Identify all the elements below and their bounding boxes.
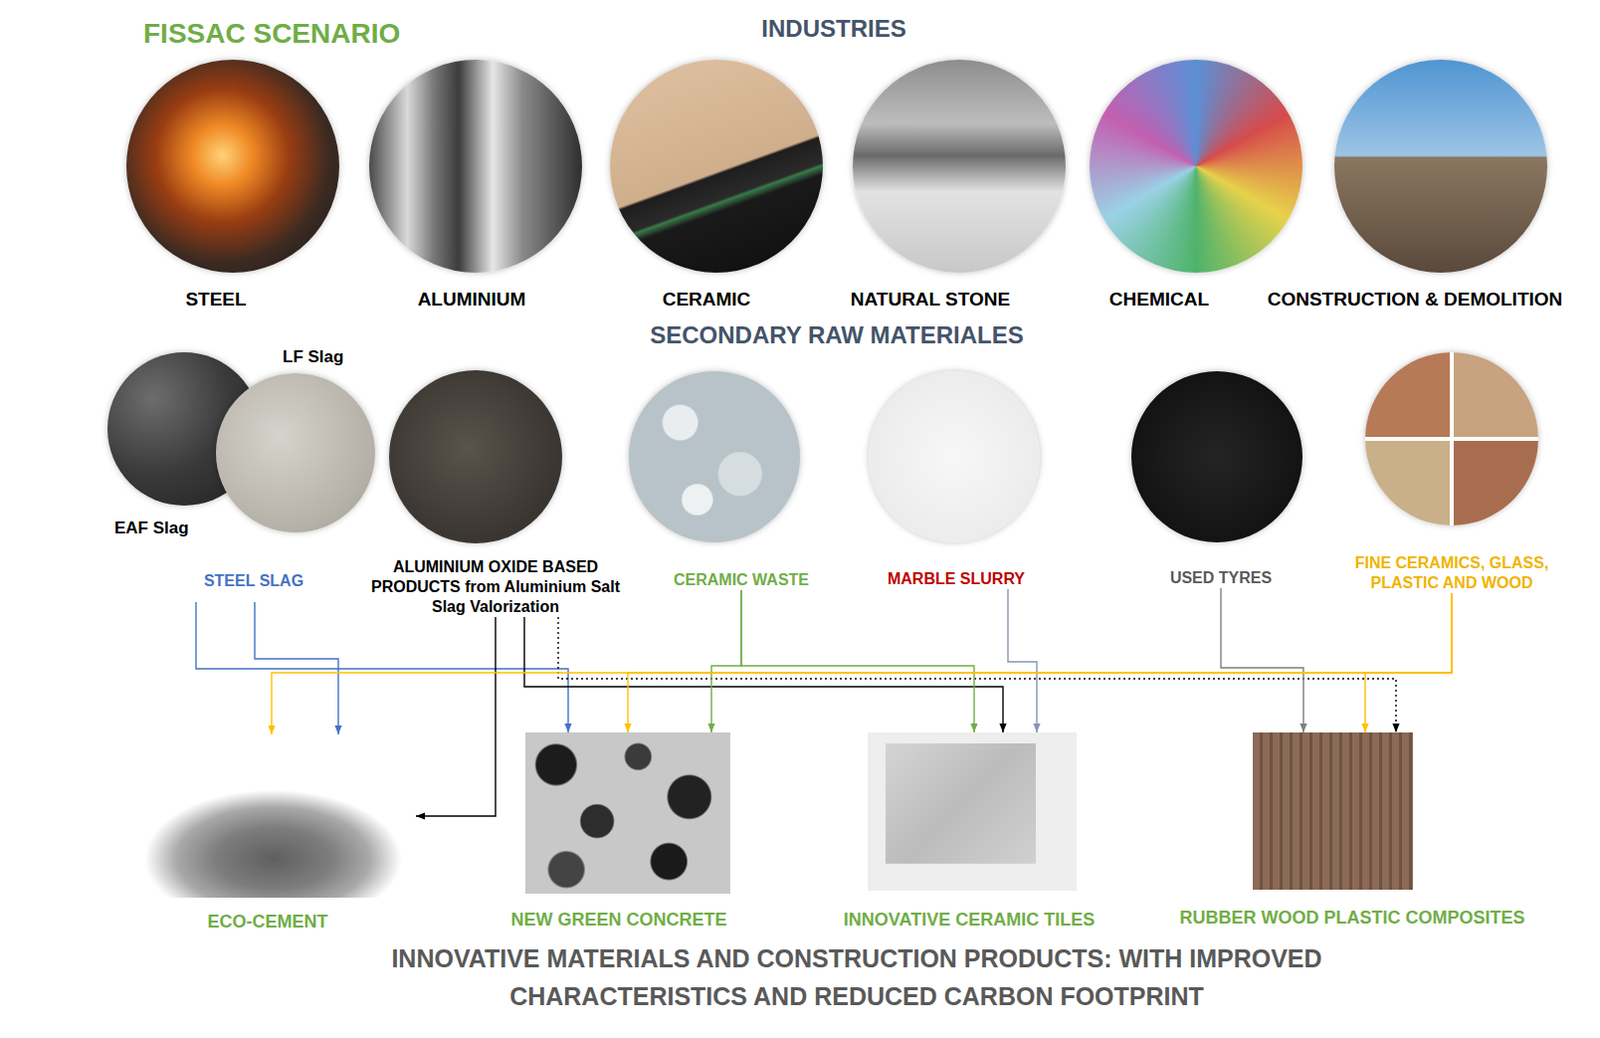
- material-flow-line: [196, 601, 569, 733]
- diagram-caption-wrap: INNOVATIVE MATERIALS AND CONSTRUCTION PR…: [309, 940, 1404, 1015]
- material-circle: LF Slag: [215, 346, 376, 533]
- section-heading: INDUSTRIES: [761, 13, 906, 44]
- material-circle: USED TYRES: [1131, 371, 1303, 589]
- material-circle: MARBLE SLURRY: [868, 371, 1040, 590]
- node-label: STEEL: [185, 287, 246, 312]
- industry-circle: NATURAL STONE: [850, 59, 1066, 312]
- photo-circle: [1089, 59, 1303, 273]
- product-picture: RUBBER WOOD PLASTIC COMPOSITES: [1179, 732, 1525, 930]
- node-label-wrap: EAF Slag: [114, 517, 190, 539]
- material-flow-line: [1365, 593, 1452, 733]
- material-flow-line: [627, 593, 1452, 733]
- node-label: USED TYRES: [1170, 568, 1272, 589]
- node-label-wrap: LF Slag: [282, 346, 344, 368]
- industry-circle: STEEL: [126, 59, 340, 312]
- node-label: ECO-CEMENT: [207, 910, 329, 934]
- product-photo: [525, 732, 731, 894]
- node-label: CONSTRUCTION & DEMOLITION: [1267, 287, 1564, 312]
- node-label-wrap: STEEL SLAG: [203, 571, 304, 592]
- node-label: INNOVATIVE CERAMIC TILES: [843, 908, 1095, 932]
- node-label-wrap: CERAMIC: [662, 287, 752, 312]
- industry-circle: CONSTRUCTION & DEMOLITION: [1267, 59, 1564, 312]
- material-circle: FINE CERAMICS, GLASS, PLASTIC AND WOOD: [1337, 352, 1567, 594]
- photo-circle: [369, 59, 583, 273]
- product-photo: [867, 732, 1077, 891]
- photo-circle: [126, 59, 340, 273]
- photo-circle: [215, 373, 376, 533]
- node-label-wrap: CONSTRUCTION & DEMOLITION: [1267, 287, 1564, 312]
- photo-circle: [1365, 352, 1539, 526]
- material-flow-line: [1007, 589, 1037, 733]
- node-label: NEW GREEN CONCRETE: [510, 908, 727, 932]
- node-label-wrap: ALUMINIUM OXIDE BASED PRODUCTS from Alum…: [361, 557, 630, 617]
- material-circle: CERAMIC WASTE: [628, 371, 809, 591]
- material-circle: ALUMINIUM OXIDE BASED PRODUCTS from Alum…: [361, 370, 630, 617]
- material-flow-line: [741, 590, 975, 733]
- industry-circle: ALUMINIUM: [369, 59, 583, 312]
- photo-circle: [1334, 59, 1548, 273]
- product-picture: INNOVATIVE CERAMIC TILES: [843, 732, 1095, 932]
- node-label: STEEL SLAG: [203, 571, 304, 592]
- product-photo: [1252, 732, 1413, 890]
- node-label: CHEMICAL: [1109, 287, 1209, 312]
- diagram-caption: INNOVATIVE MATERIALS AND CONSTRUCTION PR…: [309, 940, 1404, 1015]
- section-heading-wrap: INDUSTRIES: [761, 13, 906, 44]
- node-label-wrap: FINE CERAMICS, GLASS, PLASTIC AND WOOD: [1337, 553, 1567, 594]
- node-label-wrap: CERAMIC WASTE: [673, 570, 809, 591]
- diagram-title-wrap: FISSAC SCENARIO: [143, 15, 400, 51]
- node-label-wrap: NEW GREEN CONCRETE: [510, 908, 727, 932]
- product-photo: [130, 734, 416, 898]
- industry-circle: CERAMIC: [609, 59, 823, 312]
- section-heading: SECONDARY RAW MATERIALES: [649, 320, 1024, 351]
- product-picture: NEW GREEN CONCRETE: [510, 732, 731, 932]
- node-label: RUBBER WOOD PLASTIC COMPOSITES: [1179, 906, 1525, 930]
- industry-circle: CHEMICAL: [1089, 59, 1303, 312]
- section-heading-wrap: SECONDARY RAW MATERIALES: [649, 320, 1024, 351]
- node-label-wrap: USED TYRES: [1170, 568, 1272, 589]
- node-label-wrap: ECO-CEMENT: [207, 910, 329, 934]
- photo-circle: [852, 59, 1066, 273]
- node-label-wrap: ALUMINIUM: [417, 287, 527, 312]
- node-label: FINE CERAMICS, GLASS, PLASTIC AND WOOD: [1337, 553, 1567, 594]
- node-label: LF Slag: [282, 346, 344, 368]
- node-label: CERAMIC: [662, 287, 752, 312]
- node-label: MARBLE SLURRY: [887, 569, 1025, 590]
- photo-circle: [389, 370, 563, 544]
- node-label-wrap: RUBBER WOOD PLASTIC COMPOSITES: [1179, 906, 1525, 930]
- node-label-wrap: NATURAL STONE: [850, 287, 1010, 312]
- photo-circle: [868, 371, 1040, 543]
- photo-circle: [628, 371, 800, 543]
- node-label: NATURAL STONE: [850, 287, 1010, 312]
- photo-circle: [1131, 371, 1303, 543]
- photo-circle: [609, 59, 823, 273]
- node-label: CERAMIC WASTE: [673, 570, 809, 591]
- node-label: EAF Slag: [114, 517, 190, 539]
- material-flow-line: [415, 616, 496, 816]
- product-picture: ECO-CEMENT: [130, 734, 416, 934]
- material-group: STEEL SLAG EAF Slag LF Slag: [99, 338, 389, 602]
- node-label: ALUMINIUM OXIDE BASED PRODUCTS from Alum…: [361, 557, 630, 617]
- node-label-wrap: MARBLE SLURRY: [887, 569, 1025, 590]
- diagram-title: FISSAC SCENARIO: [143, 15, 400, 51]
- node-label-wrap: INNOVATIVE CERAMIC TILES: [843, 908, 1095, 932]
- material-flow-line: [711, 590, 742, 733]
- material-flow-line: [524, 616, 1003, 733]
- node-label-wrap: CHEMICAL: [1109, 287, 1209, 312]
- node-label: ALUMINIUM: [417, 287, 527, 312]
- material-flow-line: [1220, 588, 1304, 733]
- node-label-wrap: STEEL: [185, 287, 246, 312]
- material-flow-line: [558, 616, 1397, 733]
